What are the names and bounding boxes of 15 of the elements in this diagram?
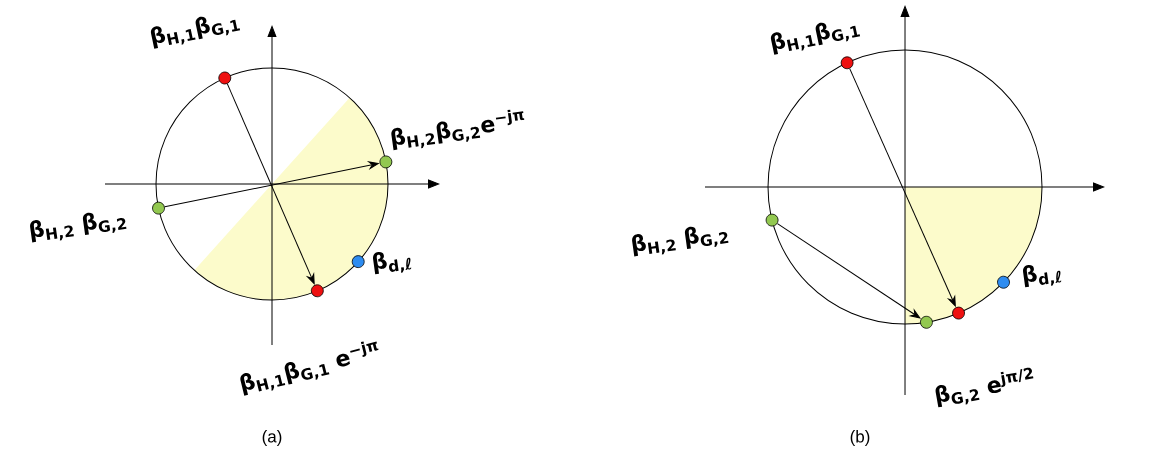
formula-label: β$_{H,2}$ β$_{G,2}$ <box>632 226 729 257</box>
panel-label: (a) <box>262 430 282 446</box>
formula-label: β$_{H,2}$β$_{G,2}$e$^{−jπ}$ <box>391 109 525 151</box>
arrow <box>226 83 315 285</box>
arrow <box>776 223 921 319</box>
panel-label: (b) <box>850 430 870 446</box>
formula-label: β$_{H,1}$β$_{G,1}$ e$^{−jπ}$ <box>240 341 379 396</box>
formula-label: β$_{d,ℓ}$ <box>373 251 412 275</box>
arrow <box>164 161 379 208</box>
formula-label: β$_{d,ℓ}$ <box>1023 264 1062 288</box>
formula-label: β$_{G,2}$ e$^{jπ/2}$ <box>935 367 1034 408</box>
arrow <box>849 68 956 307</box>
formula-label: β$_{H,2}$ β$_{G,2}$ <box>30 212 127 243</box>
formula-label: β$_{H,1}$β$_{G,1}$ <box>770 22 861 55</box>
formula-label: β$_{H,1}$β$_{G,1}$ <box>150 16 241 49</box>
